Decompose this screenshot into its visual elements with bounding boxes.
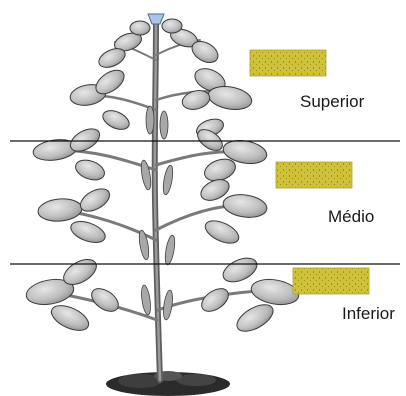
trap-card-inferior (293, 268, 369, 294)
trap-card-medio (276, 162, 352, 188)
trap-card-superior (250, 50, 326, 76)
zone-label-inferior: Inferior (342, 305, 395, 322)
soil-mound (106, 371, 230, 396)
flower-bud (148, 14, 164, 24)
zone-label-superior: Superior (300, 93, 364, 110)
zone-label-medio: Médio (328, 208, 374, 225)
